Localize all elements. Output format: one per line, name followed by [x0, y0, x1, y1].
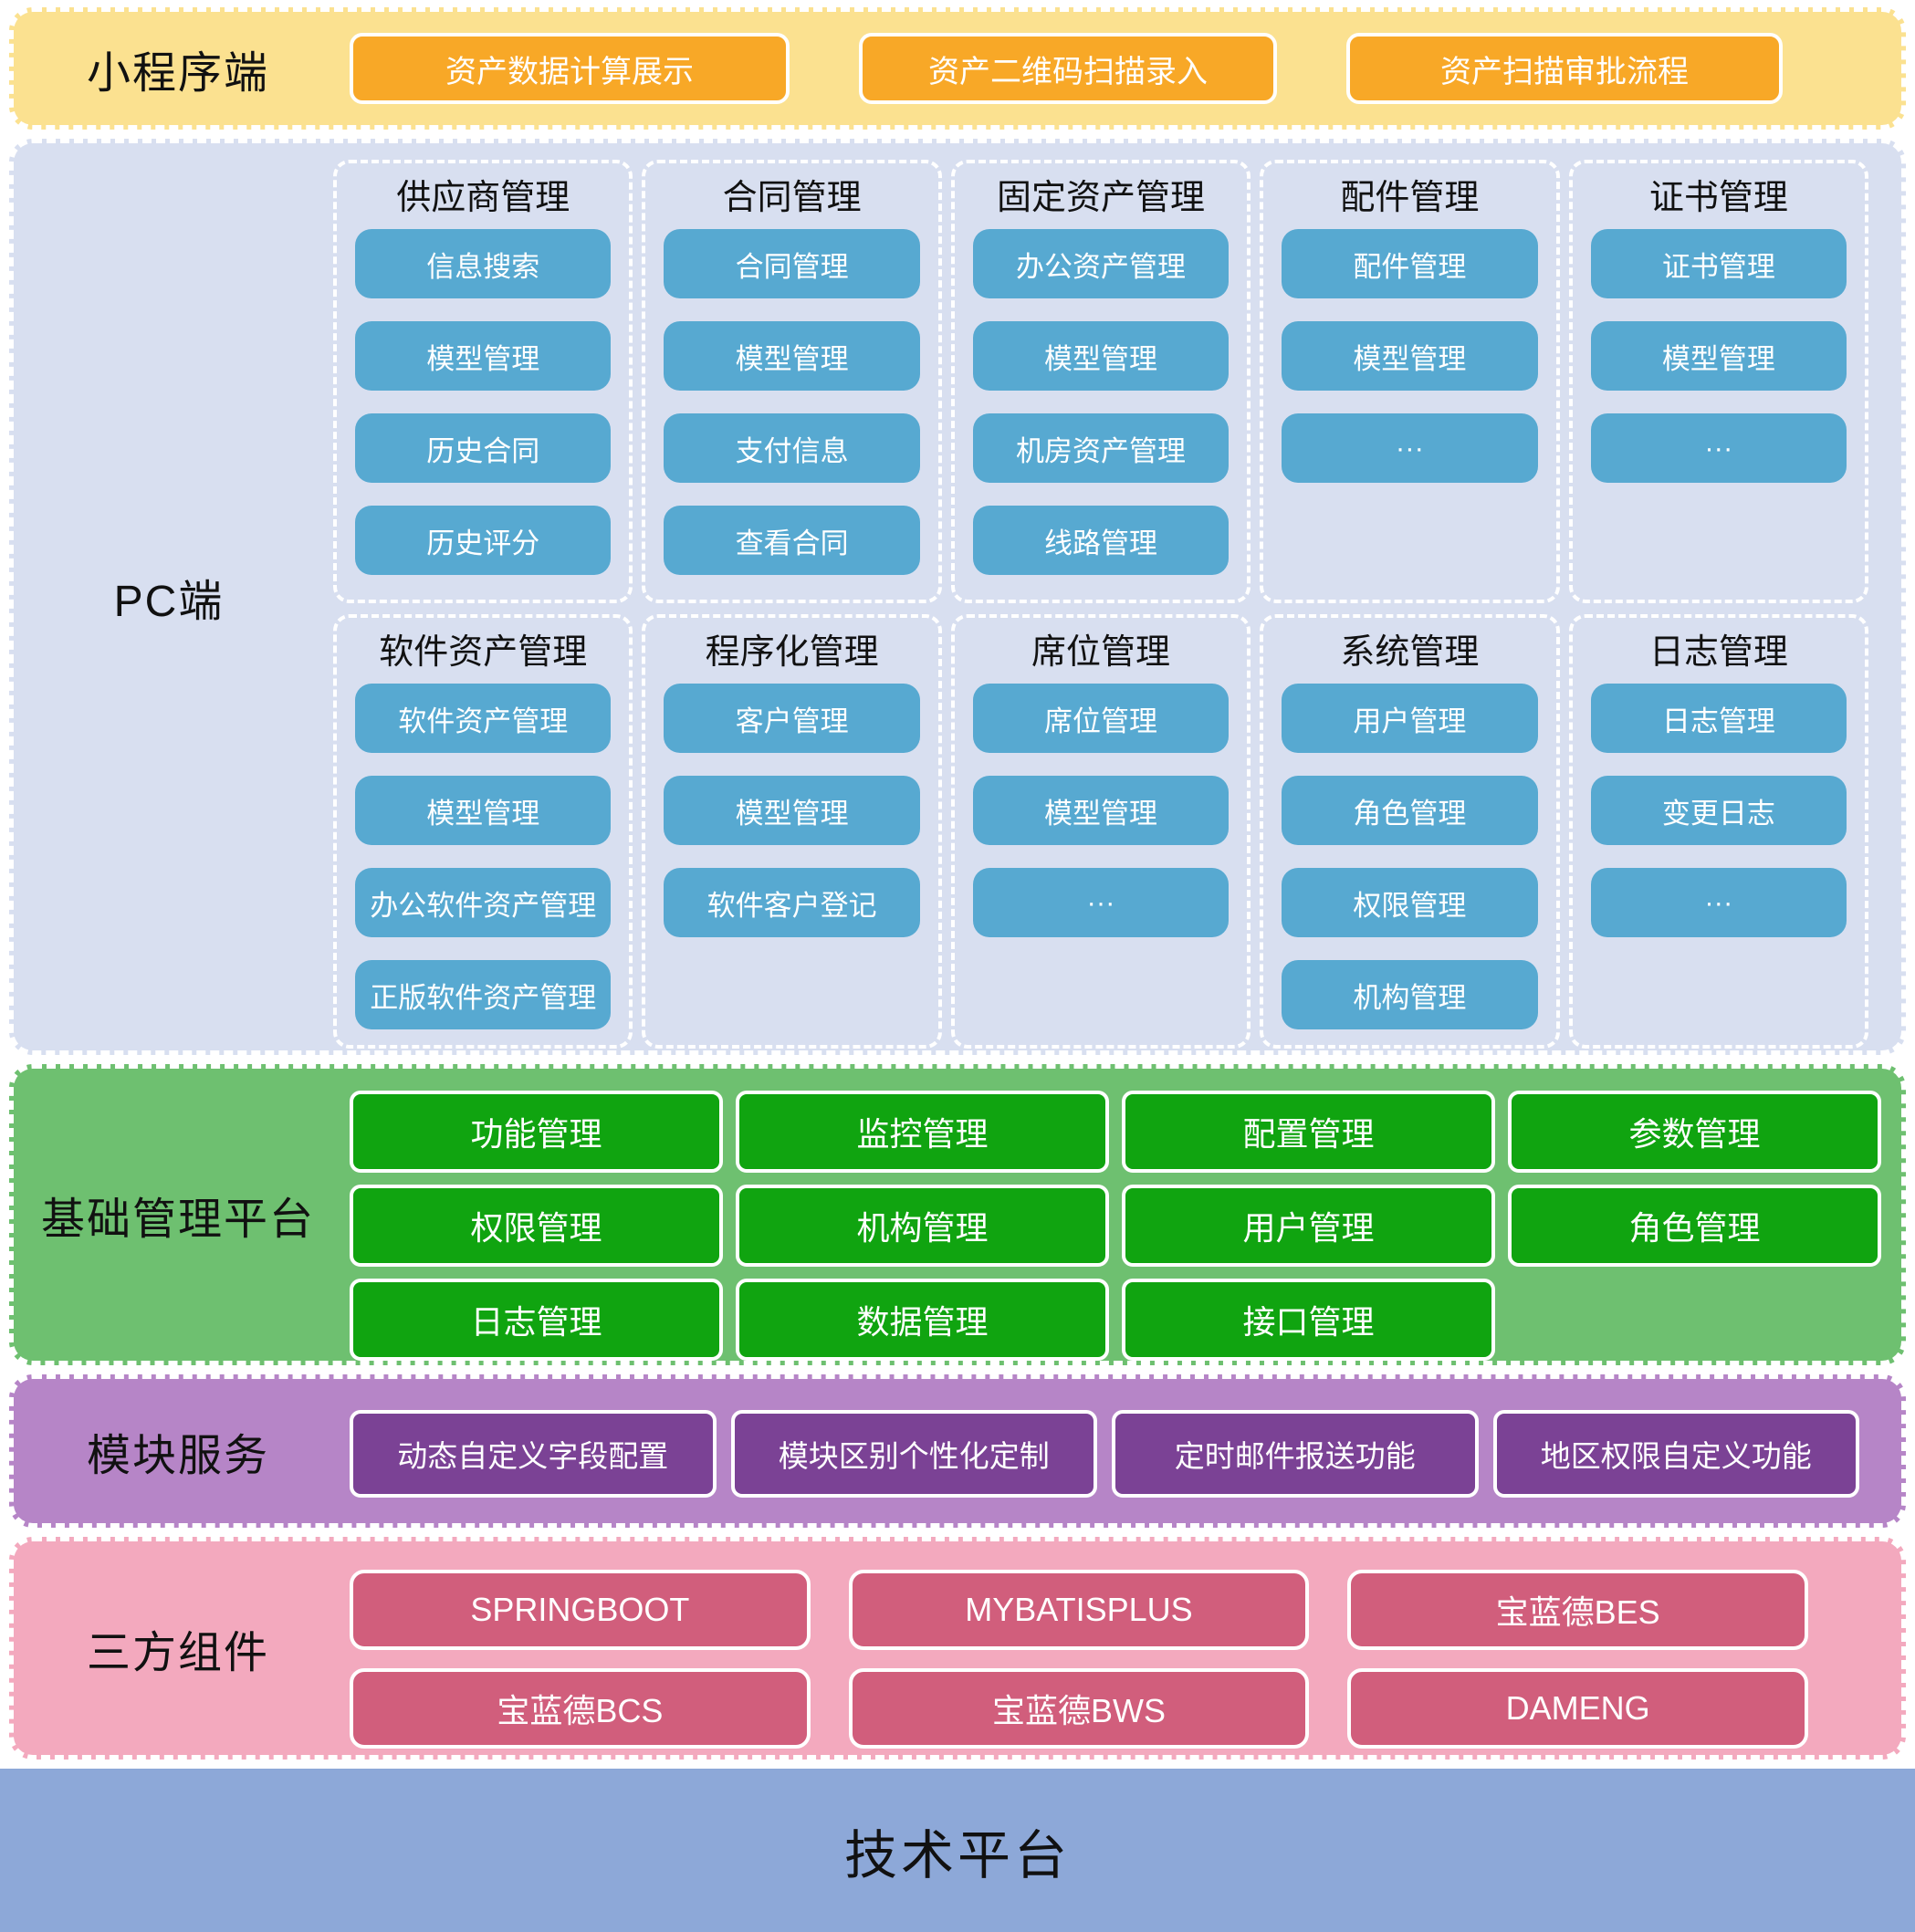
pc-group-row-2: 软件资产管理软件资产管理模型管理办公软件资产管理正版软件资产管理程序化管理客户管… [333, 614, 1869, 1049]
pc-module-button[interactable]: 软件资产管理 [355, 684, 612, 753]
mini-program-buttons: 资产数据计算展示资产二维码扫描录入资产扫描审批流程 [350, 33, 1783, 104]
mini-program-section: 小程序端 资产数据计算展示资产二维码扫描录入资产扫描审批流程 [9, 7, 1906, 130]
base-platform-button[interactable]: 接口管理 [1122, 1279, 1495, 1361]
base-platform-button[interactable]: 参数管理 [1508, 1091, 1881, 1173]
base-platform-button[interactable]: 数据管理 [736, 1279, 1109, 1361]
pc-module-button[interactable]: ··· [1590, 868, 1847, 937]
pc-module-button[interactable]: 日志管理 [1590, 684, 1847, 753]
pc-module-button[interactable]: 模型管理 [355, 321, 612, 391]
tech-platform-band: 技术平台 [0, 1769, 1915, 1932]
mini-program-button[interactable]: 资产数据计算展示 [350, 33, 790, 104]
mini-program-button[interactable]: 资产二维码扫描录入 [859, 33, 1277, 104]
pc-module-button[interactable]: 模型管理 [1282, 321, 1538, 391]
pc-group: 软件资产管理软件资产管理模型管理办公软件资产管理正版软件资产管理 [333, 614, 633, 1049]
pc-module-button[interactable]: 模型管理 [664, 321, 920, 391]
pc-module-button[interactable]: ··· [1282, 413, 1538, 483]
pc-group-title: 供应商管理 [396, 179, 570, 217]
pc-module-button[interactable]: 机构管理 [1282, 960, 1538, 1029]
module-service-button[interactable]: 动态自定义字段配置 [350, 1410, 717, 1498]
pc-module-button[interactable]: 模型管理 [355, 776, 612, 845]
pc-module-button[interactable]: 客户管理 [664, 684, 920, 753]
third-party-component-button[interactable]: SPRINGBOOT [350, 1570, 811, 1650]
pc-group-title: 席位管理 [1031, 633, 1171, 672]
pc-module-button[interactable]: 权限管理 [1282, 868, 1538, 937]
pc-group: 系统管理用户管理角色管理权限管理机构管理 [1260, 614, 1560, 1049]
pc-group: 程序化管理客户管理模型管理软件客户登记 [642, 614, 942, 1049]
pc-module-button[interactable]: 模型管理 [972, 321, 1230, 391]
base-platform-section-label: 基础管理平台 [40, 1196, 315, 1244]
pc-group-title: 程序化管理 [705, 633, 879, 672]
base-platform-button[interactable]: 监控管理 [736, 1091, 1109, 1173]
pc-group: 合同管理合同管理模型管理支付信息查看合同 [642, 160, 942, 603]
base-platform-buttons: 功能管理监控管理配置管理参数管理权限管理机构管理用户管理角色管理日志管理数据管理… [350, 1091, 1881, 1361]
pc-module-button[interactable]: 正版软件资产管理 [355, 960, 612, 1029]
pc-group-title: 配件管理 [1340, 179, 1480, 217]
pc-module-button[interactable]: 机房资产管理 [972, 413, 1230, 483]
third-party-component-button[interactable]: DAMENG [1347, 1668, 1808, 1749]
pc-module-button[interactable]: 用户管理 [1282, 684, 1538, 753]
pc-module-button[interactable]: 席位管理 [972, 684, 1230, 753]
third-party-component-button[interactable]: 宝蓝德BCS [350, 1668, 811, 1749]
pc-group: 日志管理日志管理变更日志··· [1568, 614, 1869, 1049]
pc-group: 供应商管理信息搜索模型管理历史合同历史评分 [333, 160, 633, 603]
base-platform-button[interactable]: 功能管理 [350, 1091, 723, 1173]
pc-group-row-1: 供应商管理信息搜索模型管理历史合同历史评分合同管理合同管理模型管理支付信息查看合… [333, 160, 1869, 603]
pc-module-button[interactable]: 模型管理 [972, 776, 1230, 845]
pc-group-title: 系统管理 [1340, 633, 1480, 672]
module-service-button[interactable]: 地区权限自定义功能 [1492, 1410, 1859, 1498]
pc-module-button[interactable]: 办公资产管理 [972, 229, 1230, 298]
module-service-button[interactable]: 定时邮件报送功能 [1112, 1410, 1479, 1498]
base-platform-button[interactable]: 日志管理 [350, 1279, 723, 1361]
base-platform-button[interactable]: 机构管理 [736, 1185, 1109, 1267]
third-party-section-label: 三方组件 [86, 1629, 269, 1677]
pc-module-button[interactable]: 历史评分 [355, 506, 612, 575]
pc-module-button[interactable]: 合同管理 [664, 229, 920, 298]
module-services-section: 模块服务 动态自定义字段配置模块区别个性化定制定时邮件报送功能地区权限自定义功能 [9, 1374, 1906, 1528]
pc-group-title: 日志管理 [1648, 633, 1788, 672]
module-services-buttons: 动态自定义字段配置模块区别个性化定制定时邮件报送功能地区权限自定义功能 [350, 1410, 1859, 1498]
tech-platform-label: 技术平台 [843, 1825, 1071, 1885]
base-platform-button[interactable]: 配置管理 [1122, 1091, 1495, 1173]
pc-module-button[interactable]: 配件管理 [1282, 229, 1538, 298]
pc-module-button[interactable]: 支付信息 [664, 413, 920, 483]
pc-group-title: 证书管理 [1648, 179, 1788, 217]
pc-module-button[interactable]: 模型管理 [664, 776, 920, 845]
base-platform-button[interactable]: 角色管理 [1508, 1185, 1881, 1267]
pc-section-label: PC端 [113, 578, 225, 626]
third-party-component-button[interactable]: 宝蓝德BES [1347, 1570, 1808, 1650]
third-party-component-button[interactable]: MYBATISPLUS [848, 1570, 1310, 1650]
pc-group-title: 合同管理 [722, 179, 862, 217]
pc-module-button[interactable]: 软件客户登记 [664, 868, 920, 937]
module-services-section-label: 模块服务 [86, 1432, 269, 1480]
third-party-component-button[interactable]: 宝蓝德BWS [848, 1668, 1310, 1749]
pc-group: 证书管理证书管理模型管理··· [1568, 160, 1869, 603]
mini-program-button[interactable]: 资产扫描审批流程 [1346, 33, 1783, 104]
pc-module-button[interactable]: 角色管理 [1282, 776, 1538, 845]
module-service-button[interactable]: 模块区别个性化定制 [730, 1410, 1097, 1498]
pc-group-title: 软件资产管理 [379, 633, 588, 672]
pc-group: 配件管理配件管理模型管理··· [1260, 160, 1560, 603]
pc-module-button[interactable]: 办公软件资产管理 [355, 868, 612, 937]
base-platform-button[interactable]: 用户管理 [1122, 1185, 1495, 1267]
pc-group-title: 固定资产管理 [997, 179, 1206, 217]
pc-module-button[interactable]: 历史合同 [355, 413, 612, 483]
pc-module-button[interactable]: 线路管理 [972, 506, 1230, 575]
pc-module-button[interactable]: ··· [1590, 413, 1847, 483]
third-party-buttons: SPRINGBOOT MYBATISPLUS 宝蓝德BES 宝蓝德BCS 宝蓝德BWS D… [350, 1570, 1808, 1749]
pc-module-button[interactable]: ··· [972, 868, 1230, 937]
base-platform-button[interactable]: 权限管理 [350, 1185, 723, 1267]
pc-module-button[interactable]: 查看合同 [664, 506, 920, 575]
pc-module-button[interactable]: 证书管理 [1590, 229, 1847, 298]
pc-section: PC端 供应商管理信息搜索模型管理历史合同历史评分合同管理合同管理模型管理支付信… [9, 139, 1906, 1055]
pc-module-button[interactable]: 信息搜索 [355, 229, 612, 298]
pc-group: 固定资产管理办公资产管理模型管理机房资产管理线路管理 [950, 160, 1251, 603]
pc-module-button[interactable]: 模型管理 [1590, 321, 1847, 391]
pc-groups: 供应商管理信息搜索模型管理历史合同历史评分合同管理合同管理模型管理支付信息查看合… [333, 160, 1869, 1049]
base-platform-section: 基础管理平台 功能管理监控管理配置管理参数管理权限管理机构管理用户管理角色管理日… [9, 1064, 1906, 1365]
third-party-section: 三方组件 SPRINGBOOT MYBATISPLUS 宝蓝德BES 宝蓝德BCS 宝蓝… [9, 1537, 1906, 1760]
pc-group: 席位管理席位管理模型管理··· [950, 614, 1251, 1049]
mini-program-section-label: 小程序端 [86, 49, 269, 98]
pc-module-button[interactable]: 变更日志 [1590, 776, 1847, 845]
